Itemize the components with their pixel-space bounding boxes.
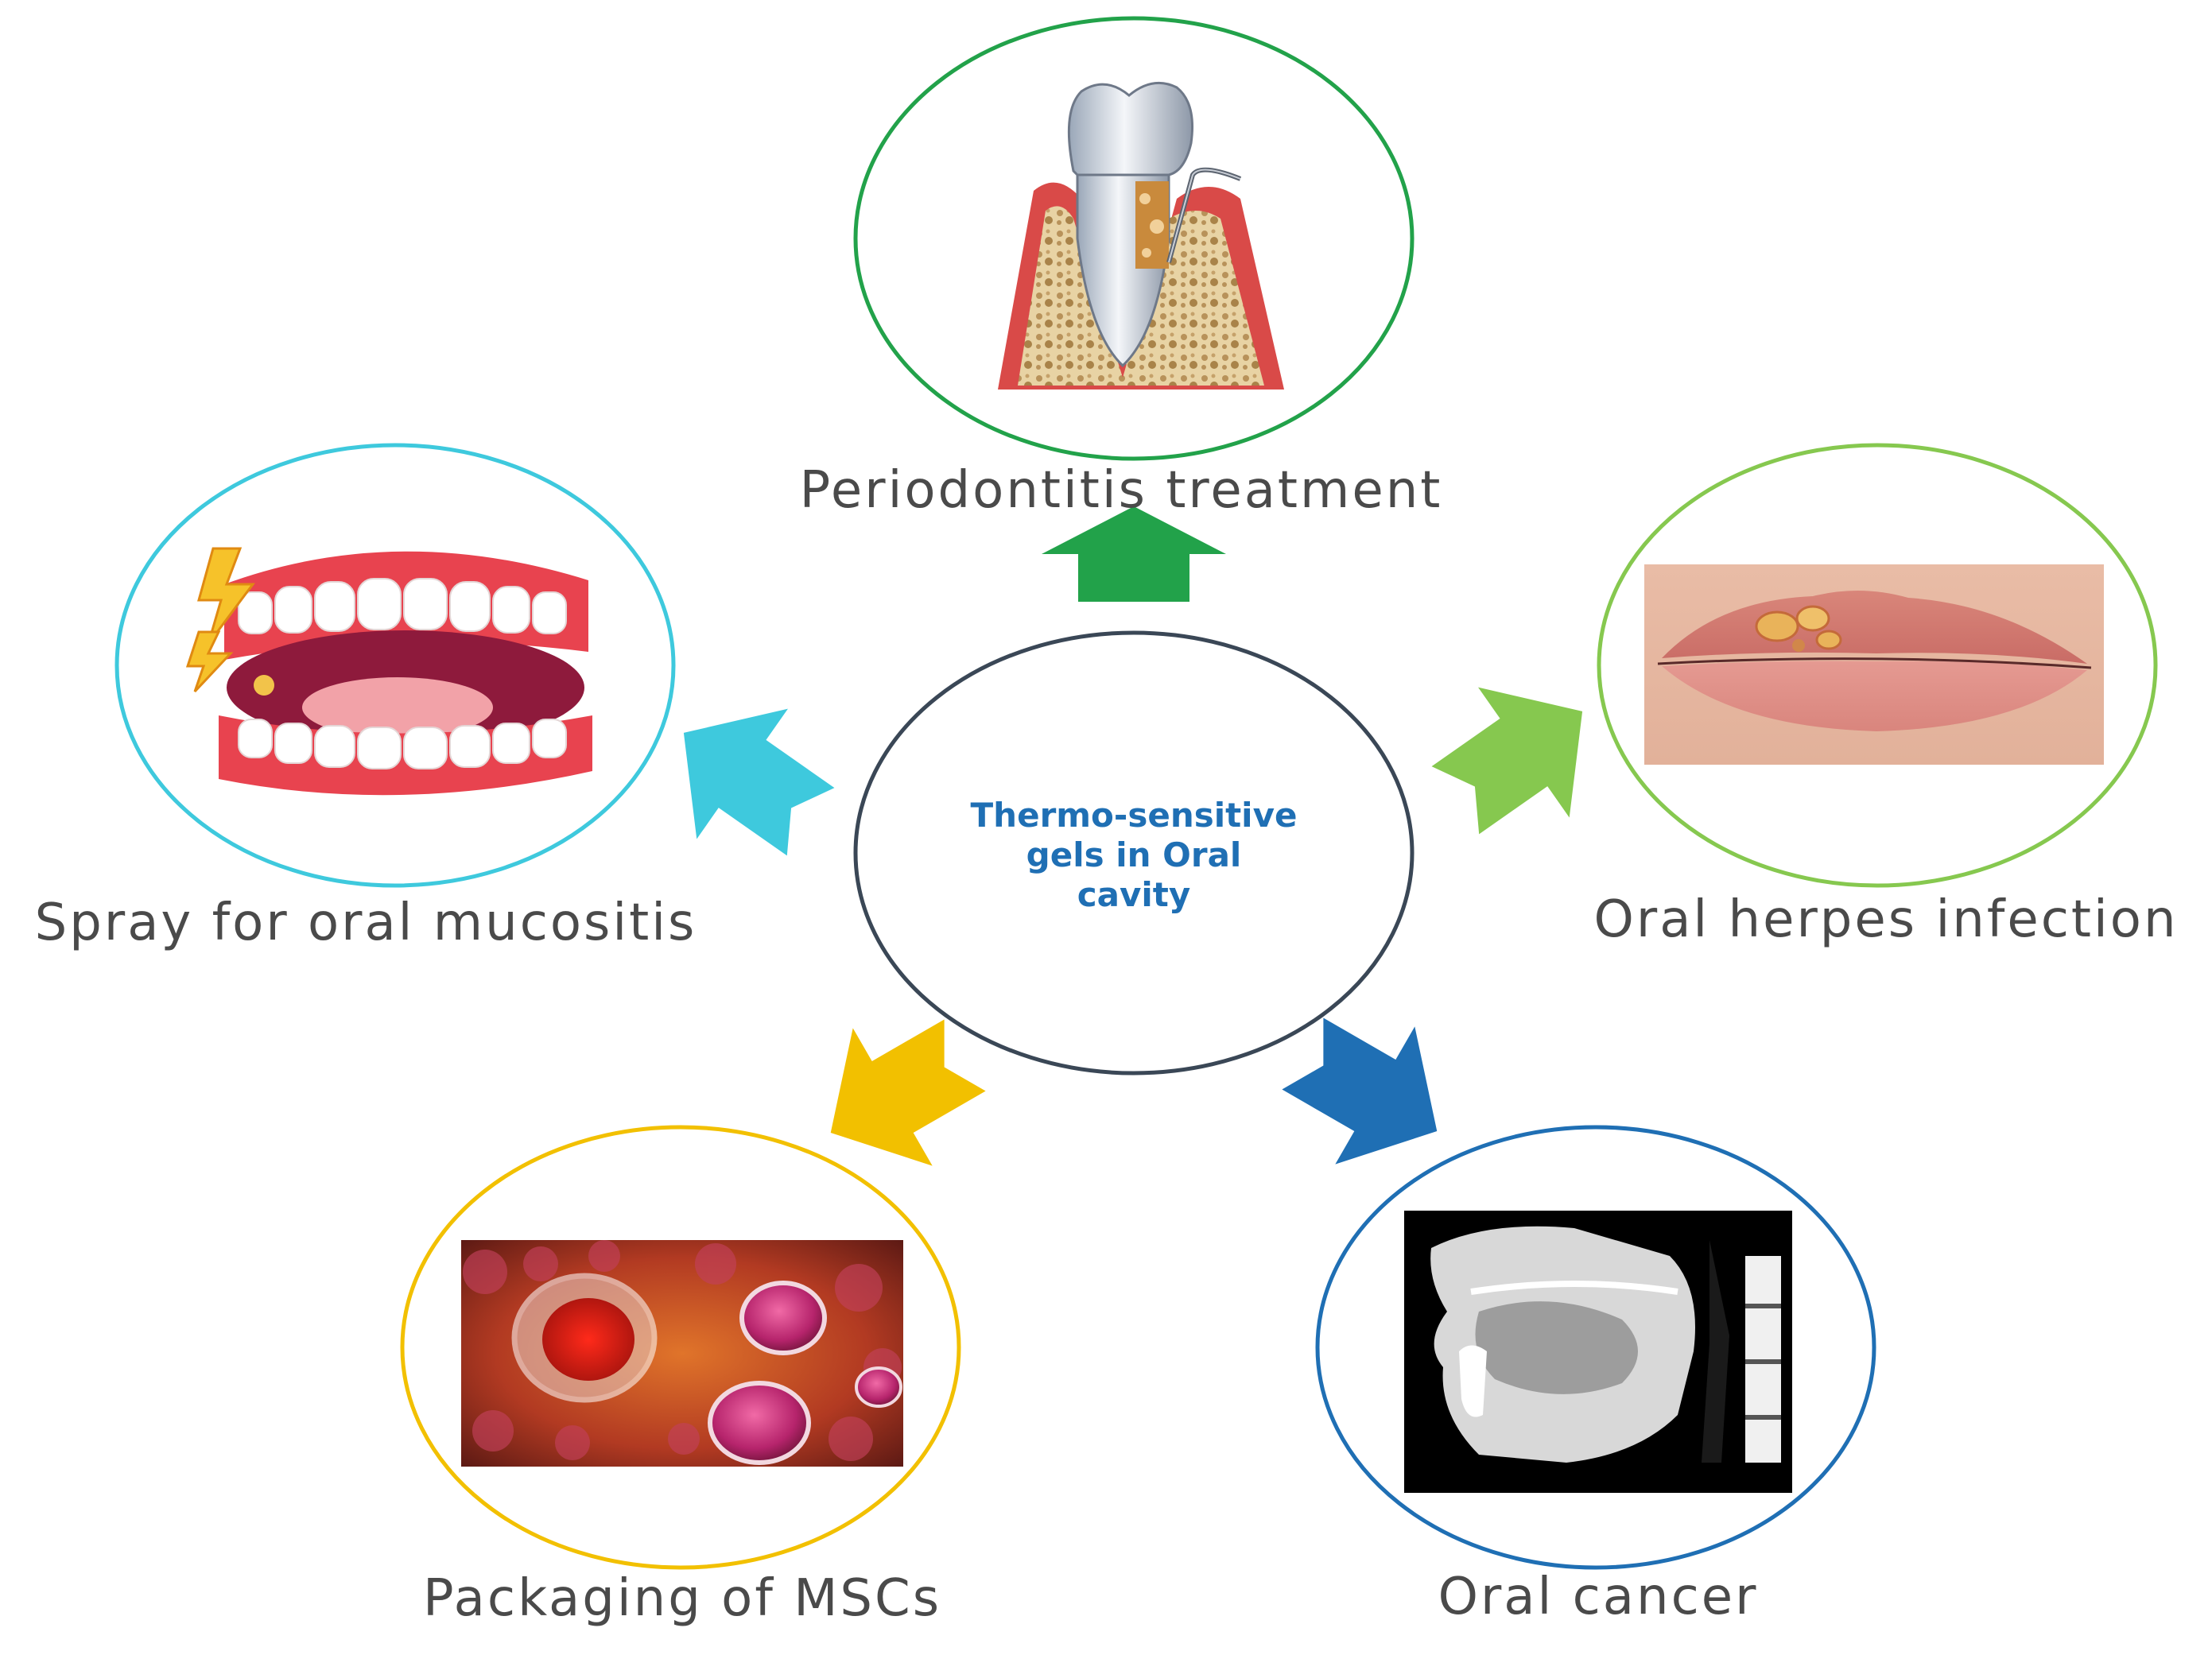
center-ring — [853, 630, 1415, 1076]
stem-cells-icon — [461, 1240, 903, 1467]
arrow-to-mucositis — [683, 708, 835, 856]
center-title-line-1: Thermo-sensitive — [971, 796, 1298, 835]
msc-label: Packaging of MSCs — [423, 1569, 941, 1628]
arrow-to-periodontitis — [1042, 506, 1226, 602]
cancer-label: Oral cancer — [1438, 1568, 1759, 1626]
tooth-gum-icon — [998, 81, 1284, 390]
herpes-node: Oral herpes infection — [1594, 443, 2179, 949]
open-mouth-icon — [185, 547, 592, 796]
mucositis-label: Spray for oral mucositis — [35, 893, 697, 952]
herpes-label: Oral herpes infection — [1594, 890, 2179, 949]
lips-herpes-icon — [1644, 564, 2104, 765]
arrow-to-msc — [830, 1019, 986, 1166]
arrow-to-herpes — [1431, 687, 1583, 835]
periodontitis-label: Periodontitis treatment — [800, 461, 1443, 520]
cancer-node: Oral cancer — [1315, 1125, 1876, 1626]
center-title-line-3: cavity — [1077, 875, 1190, 914]
center-node: Thermo-sensitive gels in Oral cavity — [853, 630, 1415, 1076]
periodontitis-node: Periodontitis treatment — [800, 16, 1443, 520]
mucositis-node: Spray for oral mucositis — [35, 443, 697, 952]
head-scan-icon — [1404, 1211, 1792, 1493]
arrow-to-cancer — [1282, 1017, 1438, 1165]
msc-node: Packaging of MSCs — [400, 1125, 961, 1628]
center-title-line-2: gels in Oral — [1026, 835, 1242, 874]
